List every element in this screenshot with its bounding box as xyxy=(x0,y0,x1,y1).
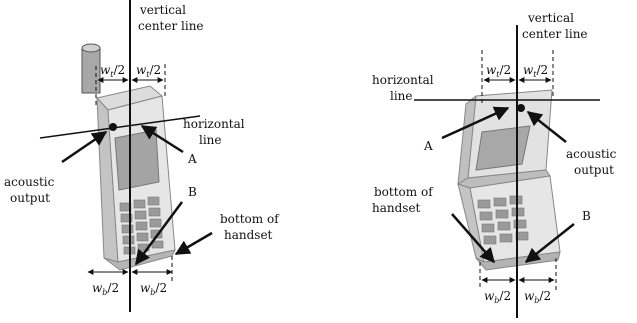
right-top-width-dimension xyxy=(481,50,554,104)
left-bottom-width-right-label: wb/2 xyxy=(140,281,167,297)
right-arrow-bottom xyxy=(451,213,495,264)
right-vertical-center-line-label: vertical center line xyxy=(522,11,588,41)
right-top-width-left-label: wt/2 xyxy=(486,63,511,79)
left-acoustic-output-dot xyxy=(109,123,117,131)
right-bottom-width-left-label: wb/2 xyxy=(484,289,511,305)
left-handset-body xyxy=(96,85,176,271)
left-bottom-of-handset-label: bottom of handset xyxy=(220,212,282,242)
left-point-b-label: B xyxy=(188,185,197,199)
left-figure: vertical center line horizontal line aco… xyxy=(4,0,282,312)
left-arrow-bottom xyxy=(174,231,213,256)
right-point-b-label: B xyxy=(582,209,591,223)
right-arrow-b xyxy=(524,223,575,263)
right-figure: vertical center line horizontal line aco… xyxy=(372,11,620,318)
right-handset-body xyxy=(456,89,561,271)
left-point-a-label: A xyxy=(187,152,197,166)
left-horizontal-line xyxy=(39,115,201,139)
left-top-width-dimension xyxy=(95,64,166,106)
right-acoustic-output-dot xyxy=(517,104,525,112)
left-top-width-left-label: wt/2 xyxy=(100,63,125,79)
right-arrow-a xyxy=(441,106,510,140)
left-arrow-b xyxy=(134,201,184,266)
right-top-width-right-label: wt/2 xyxy=(523,63,548,79)
right-arrow-acoustic xyxy=(526,111,567,143)
right-horizontal-line-label: horizontal line xyxy=(372,73,437,103)
left-top-width-right-label: wt/2 xyxy=(136,63,161,79)
right-bottom-of-handset-label: bottom of handset xyxy=(372,185,436,215)
left-bottom-width-dimension xyxy=(87,256,173,282)
left-acoustic-output-label: acoustic output xyxy=(4,175,58,205)
right-point-a-label: A xyxy=(423,139,433,153)
right-acoustic-output-label: acoustic output xyxy=(566,147,620,177)
left-antenna xyxy=(81,43,101,94)
left-vertical-center-line-label: vertical center line xyxy=(138,3,204,33)
right-bottom-width-dimension xyxy=(479,258,557,290)
left-bottom-width-left-label: wb/2 xyxy=(92,281,119,297)
right-bottom-width-right-label: wb/2 xyxy=(524,289,551,305)
left-arrow-a xyxy=(140,124,184,154)
left-horizontal-line-label: horizontal line xyxy=(183,117,248,147)
left-arrow-acoustic xyxy=(61,130,108,164)
